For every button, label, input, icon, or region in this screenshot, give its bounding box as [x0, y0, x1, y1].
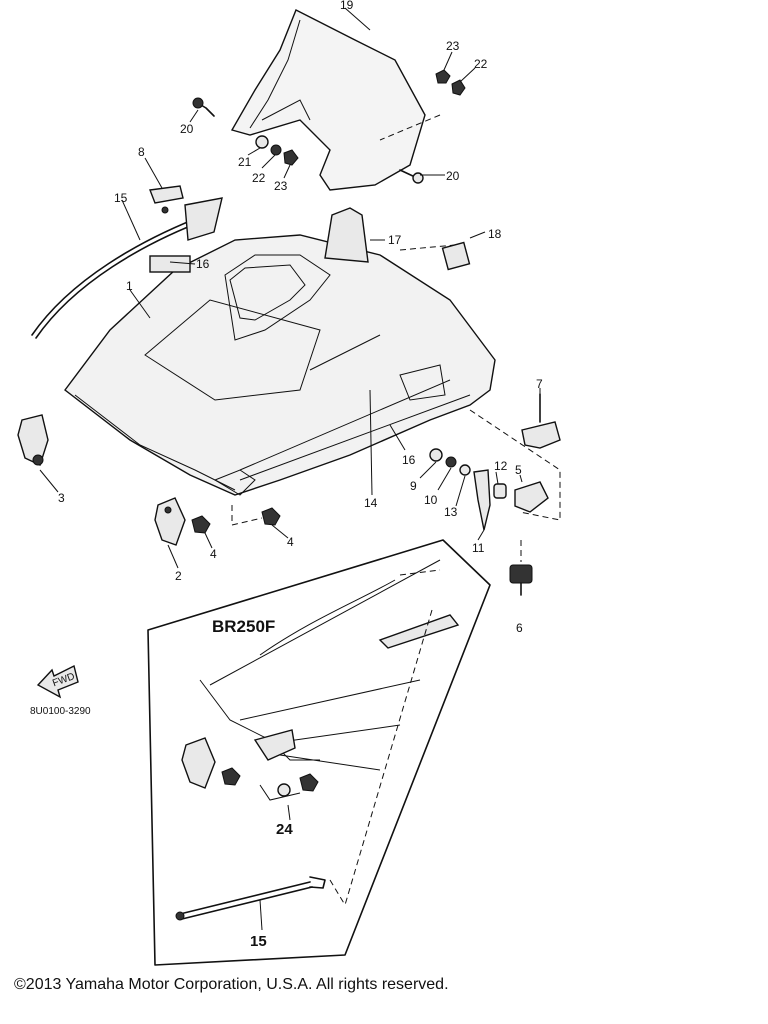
callout-23-top: 23 — [446, 39, 460, 53]
callout-7: 7 — [536, 377, 543, 391]
latch-hardware — [429, 409, 561, 531]
callout-9: 9 — [410, 479, 417, 493]
callout-20-left: 20 — [180, 122, 194, 136]
fwd-arrow-icon — [36, 664, 79, 699]
callout-8: 8 — [138, 145, 145, 159]
callout-19: 19 — [340, 0, 354, 12]
callout-22-top: 22 — [474, 57, 488, 71]
callout-4-left: 4 — [210, 547, 217, 561]
callout-16-mid: 16 — [402, 453, 416, 467]
latch-knob — [509, 540, 533, 596]
hood-vent — [324, 207, 369, 263]
inset-br250f — [147, 539, 491, 966]
callout-15-top: 15 — [114, 191, 128, 205]
callout-2: 2 — [175, 569, 182, 583]
bracket-18 — [441, 241, 471, 271]
copyright-notice: ©2013 Yamaha Motor Corporation, U.S.A. A… — [14, 976, 449, 993]
leader-lines — [39, 7, 541, 931]
reference-code: 8U0100-3290 — [30, 706, 91, 717]
callout-3: 3 — [58, 491, 65, 505]
hinge-left — [17, 414, 49, 466]
windshield — [230, 9, 441, 191]
callout-1: 1 — [126, 279, 133, 293]
windshield-hardware — [192, 69, 466, 184]
hinge-plate — [149, 185, 184, 214]
callout-4-right: 4 — [287, 535, 294, 549]
callout-10: 10 — [424, 493, 438, 507]
hood-body — [64, 234, 496, 496]
callout-15-inset: 15 — [250, 933, 267, 950]
hinge-2 — [154, 497, 281, 546]
callout-13: 13 — [444, 505, 458, 519]
callout-24: 24 — [276, 821, 293, 838]
callout-5: 5 — [515, 463, 522, 477]
trim-strip — [31, 214, 209, 339]
callout-17: 17 — [388, 233, 402, 247]
callout-12: 12 — [494, 459, 508, 473]
callout-6: 6 — [516, 621, 523, 635]
callout-18: 18 — [488, 227, 502, 241]
callout-23-mid: 23 — [274, 179, 288, 193]
callout-14: 14 — [364, 496, 378, 510]
callout-21: 21 — [238, 155, 252, 169]
callout-22-mid: 22 — [252, 171, 266, 185]
callout-11: 11 — [472, 541, 485, 555]
callout-labels: 19 23 22 20 21 22 23 20 8 15 16 17 18 1 … — [30, 0, 543, 950]
inset-model-label: BR250F — [212, 617, 275, 636]
callout-16-top: 16 — [196, 257, 210, 271]
callout-20-right: 20 — [446, 169, 460, 183]
latch-hook — [521, 393, 561, 449]
